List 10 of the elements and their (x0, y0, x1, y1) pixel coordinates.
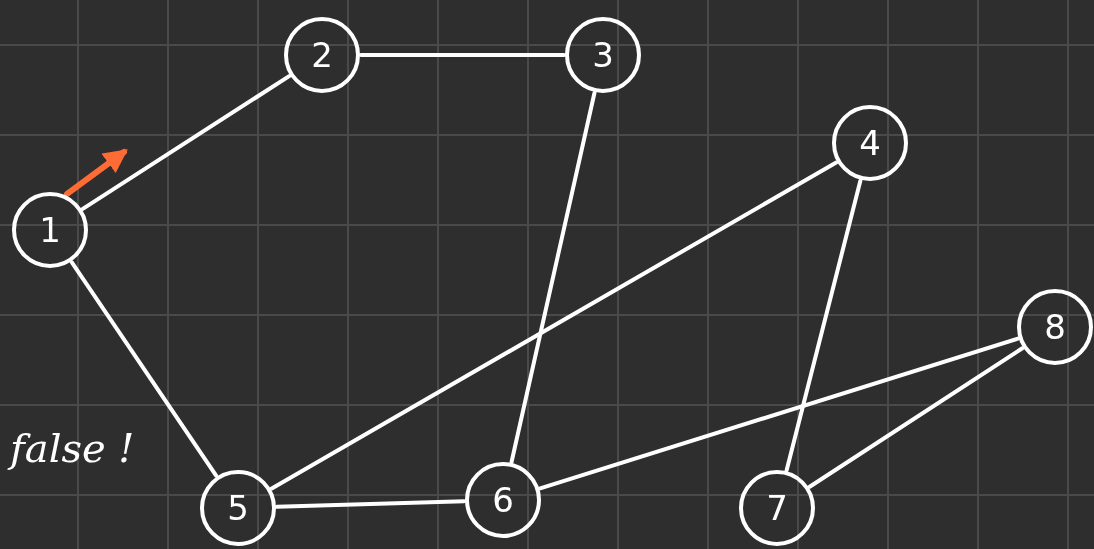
connector-line (359, 53, 566, 57)
connector-line (784, 178, 863, 473)
connector-line (275, 499, 466, 509)
connector-line (807, 346, 1025, 489)
arrow (64, 149, 128, 197)
connector-line (69, 260, 219, 478)
connector-line (80, 74, 292, 211)
connector-line (509, 91, 597, 464)
connector-line (269, 160, 839, 491)
connector-line (538, 336, 1020, 491)
